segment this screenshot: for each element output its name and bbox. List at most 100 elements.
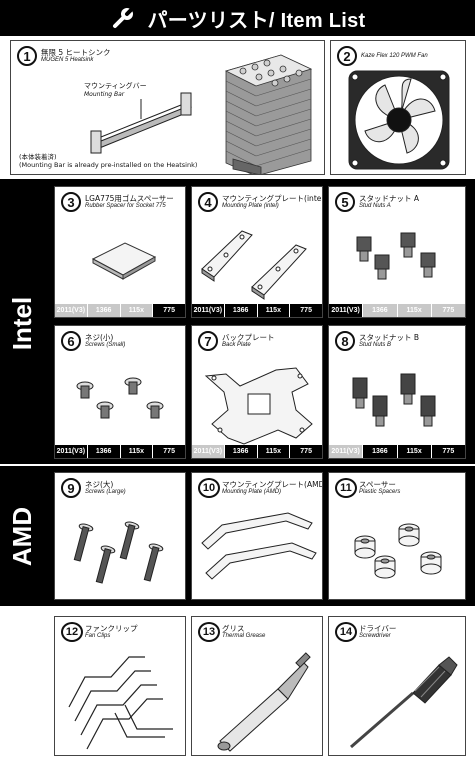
item-9-screws-large-card: 9 ネジ(大) Screws (Large)	[54, 472, 186, 600]
item-name-en: Back Plate	[222, 342, 251, 348]
item-name-en: Screws (Large)	[85, 489, 126, 495]
item-number: 4	[198, 192, 218, 212]
socket-compatibility: 2011(V3) 1366 115x 775	[329, 445, 465, 458]
plastic-spacers-illustration	[354, 523, 442, 579]
mounting-bar-label-jp: マウンティングバー	[84, 82, 147, 90]
item-name-jp: ネジ(大)	[85, 480, 114, 489]
item-3-rubber-spacer-card: 3 LGA775用ゴムスペーサー Rubber Spacer for Socke…	[54, 186, 186, 318]
item-name-jp: マウンティングプレート(AMD)	[222, 480, 323, 489]
item-2-fan-card: 2 Kaze Flex 120 PWM Fan	[330, 40, 466, 175]
socket-115x: 115x	[397, 304, 432, 317]
socket-115x: 115x	[397, 445, 432, 458]
item-number: 2	[337, 46, 357, 66]
socket-115x: 115x	[120, 304, 154, 317]
heatsink-illustration	[90, 54, 313, 174]
fan-illustration	[348, 70, 450, 170]
item-name-jp: スタッドナット A	[359, 194, 420, 203]
socket-2011: 2011(V3)	[329, 445, 364, 458]
item-11-plastic-spacers-card: 11 スペーサー Plastic Spacers	[328, 472, 466, 600]
item-name-en: Rubber Spacer for Socket 775	[85, 203, 166, 209]
socket-1366: 1366	[87, 445, 121, 458]
item-name-en: MUGEN 5 Heatsink	[41, 57, 94, 63]
item-name-en: Screwdriver	[359, 633, 391, 639]
socket-2011: 2011(V3)	[329, 304, 364, 317]
item-name-en: Fan Clips	[85, 633, 111, 639]
item-name-en: Kaze Flex 120 PWM Fan	[361, 53, 428, 59]
socket-2011: 2011(V3)	[192, 445, 225, 458]
item-name-jp: スタッドナット B	[359, 333, 420, 342]
item-name-en: Stud Nuts B	[359, 342, 392, 348]
item-name-jp: LGA775用ゴムスペーサー	[85, 194, 174, 203]
socket-compatibility: 2011(V3) 1366 115x 775	[55, 304, 185, 317]
screws-small-illustration	[76, 377, 164, 419]
item-12-fan-clips-card: 12 ファンクリップ Fan Clips	[54, 616, 186, 756]
item-name-en: Screws (Small)	[85, 342, 126, 348]
socket-2011: 2011(V3)	[55, 304, 88, 317]
socket-775: 775	[431, 304, 465, 317]
socket-775: 775	[153, 445, 185, 458]
fan-clips-illustration	[68, 656, 173, 750]
socket-1366: 1366	[224, 445, 258, 458]
socket-compatibility: 2011(V3) 1366 115x 775	[329, 304, 465, 317]
item-name-en: Plastic Spacers	[359, 489, 401, 495]
item-name-jp: グリス	[222, 624, 245, 633]
section-divider	[0, 464, 475, 466]
rubber-spacer-illustration	[91, 242, 157, 280]
socket-115x: 115x	[120, 445, 154, 458]
stud-nuts-b-illustration	[352, 373, 436, 427]
item-name-jp: バックプレート	[222, 333, 275, 342]
socket-2011: 2011(V3)	[55, 445, 88, 458]
item-number: 14	[335, 622, 357, 642]
item-5-stud-nuts-a-card: 5 スタッドナット A Stud Nuts A 2011(V3) 1366 11…	[328, 186, 466, 318]
page-title: パーツリスト/ Item List	[147, 9, 366, 32]
item-number: 6	[61, 331, 81, 351]
item-name-en: Mounting Plate (AMD)	[222, 489, 282, 495]
screws-large-illustration	[73, 521, 164, 584]
back-plate-illustration	[204, 367, 313, 445]
socket-1366: 1366	[87, 304, 121, 317]
socket-compatibility: 2011(V3) 1366 115x 775	[55, 445, 185, 458]
socket-1366: 1366	[363, 304, 398, 317]
socket-compatibility: 2011(V3) 1366 115x 775	[192, 304, 322, 317]
socket-2011: 2011(V3)	[192, 304, 225, 317]
item-name-jp: マウンティングプレート(intel)	[222, 194, 323, 203]
item-4-mounting-plate-intel-card: 4 マウンティングプレート(intel) Mounting Plate (int…	[191, 186, 323, 318]
item-name-en: Mounting Plate (intel)	[222, 203, 279, 209]
item-6-screws-small-card: 6 ネジ(小) Screws (Small) 2011(V3) 1366 115…	[54, 325, 186, 459]
item-name-jp: ファンクリップ	[85, 624, 138, 633]
mounting-plate-amd-illustration	[201, 512, 317, 580]
socket-775: 775	[290, 445, 322, 458]
item-number: 8	[335, 331, 355, 351]
screwdriver-illustration	[350, 656, 458, 749]
intel-section-label: Intel	[7, 296, 38, 350]
item-13-thermal-grease-card: 13 グリス Thermal Grease	[191, 616, 323, 756]
item-1-heatsink-card: 1 無限 5 ヒートシンク MUGEN 5 Heatsink マウンティングバー…	[10, 40, 325, 175]
amd-section-label: AMD	[7, 506, 38, 566]
item-name-en: Thermal Grease	[222, 633, 266, 639]
item-number: 1	[17, 46, 37, 66]
item-number: 12	[61, 622, 83, 642]
item-name-jp: ネジ(小)	[85, 333, 114, 342]
socket-115x: 115x	[257, 304, 291, 317]
item-name-jp: スペーサー	[359, 480, 396, 489]
thermal-grease-illustration	[217, 652, 311, 752]
preinstalled-note-en: (Mounting Bar is already pre-installed o…	[19, 161, 198, 169]
preinstalled-note-jp: (本体装着済)	[19, 153, 57, 161]
socket-1366: 1366	[224, 304, 258, 317]
item-number: 9	[61, 478, 81, 498]
item-number: 3	[61, 192, 81, 212]
socket-1366: 1366	[363, 445, 398, 458]
socket-compatibility: 2011(V3) 1366 115x 775	[192, 445, 322, 458]
socket-115x: 115x	[257, 445, 291, 458]
item-name-jp: 無限 5 ヒートシンク	[41, 48, 111, 57]
item-10-mounting-plate-amd-card: 10 マウンティングプレート(AMD) Mounting Plate (AMD)	[191, 472, 323, 600]
item-number: 13	[198, 622, 220, 642]
item-number: 11	[335, 478, 357, 498]
item-number: 5	[335, 192, 355, 212]
socket-775: 775	[431, 445, 465, 458]
item-name-en: Stud Nuts A	[359, 203, 391, 209]
mounting-plate-intel-illustration	[201, 230, 307, 300]
socket-775: 775	[153, 304, 185, 317]
wrench-icon	[113, 6, 136, 28]
item-8-stud-nuts-b-card: 8 スタッドナット B Stud Nuts B 2011(V3) 1366 11…	[328, 325, 466, 459]
